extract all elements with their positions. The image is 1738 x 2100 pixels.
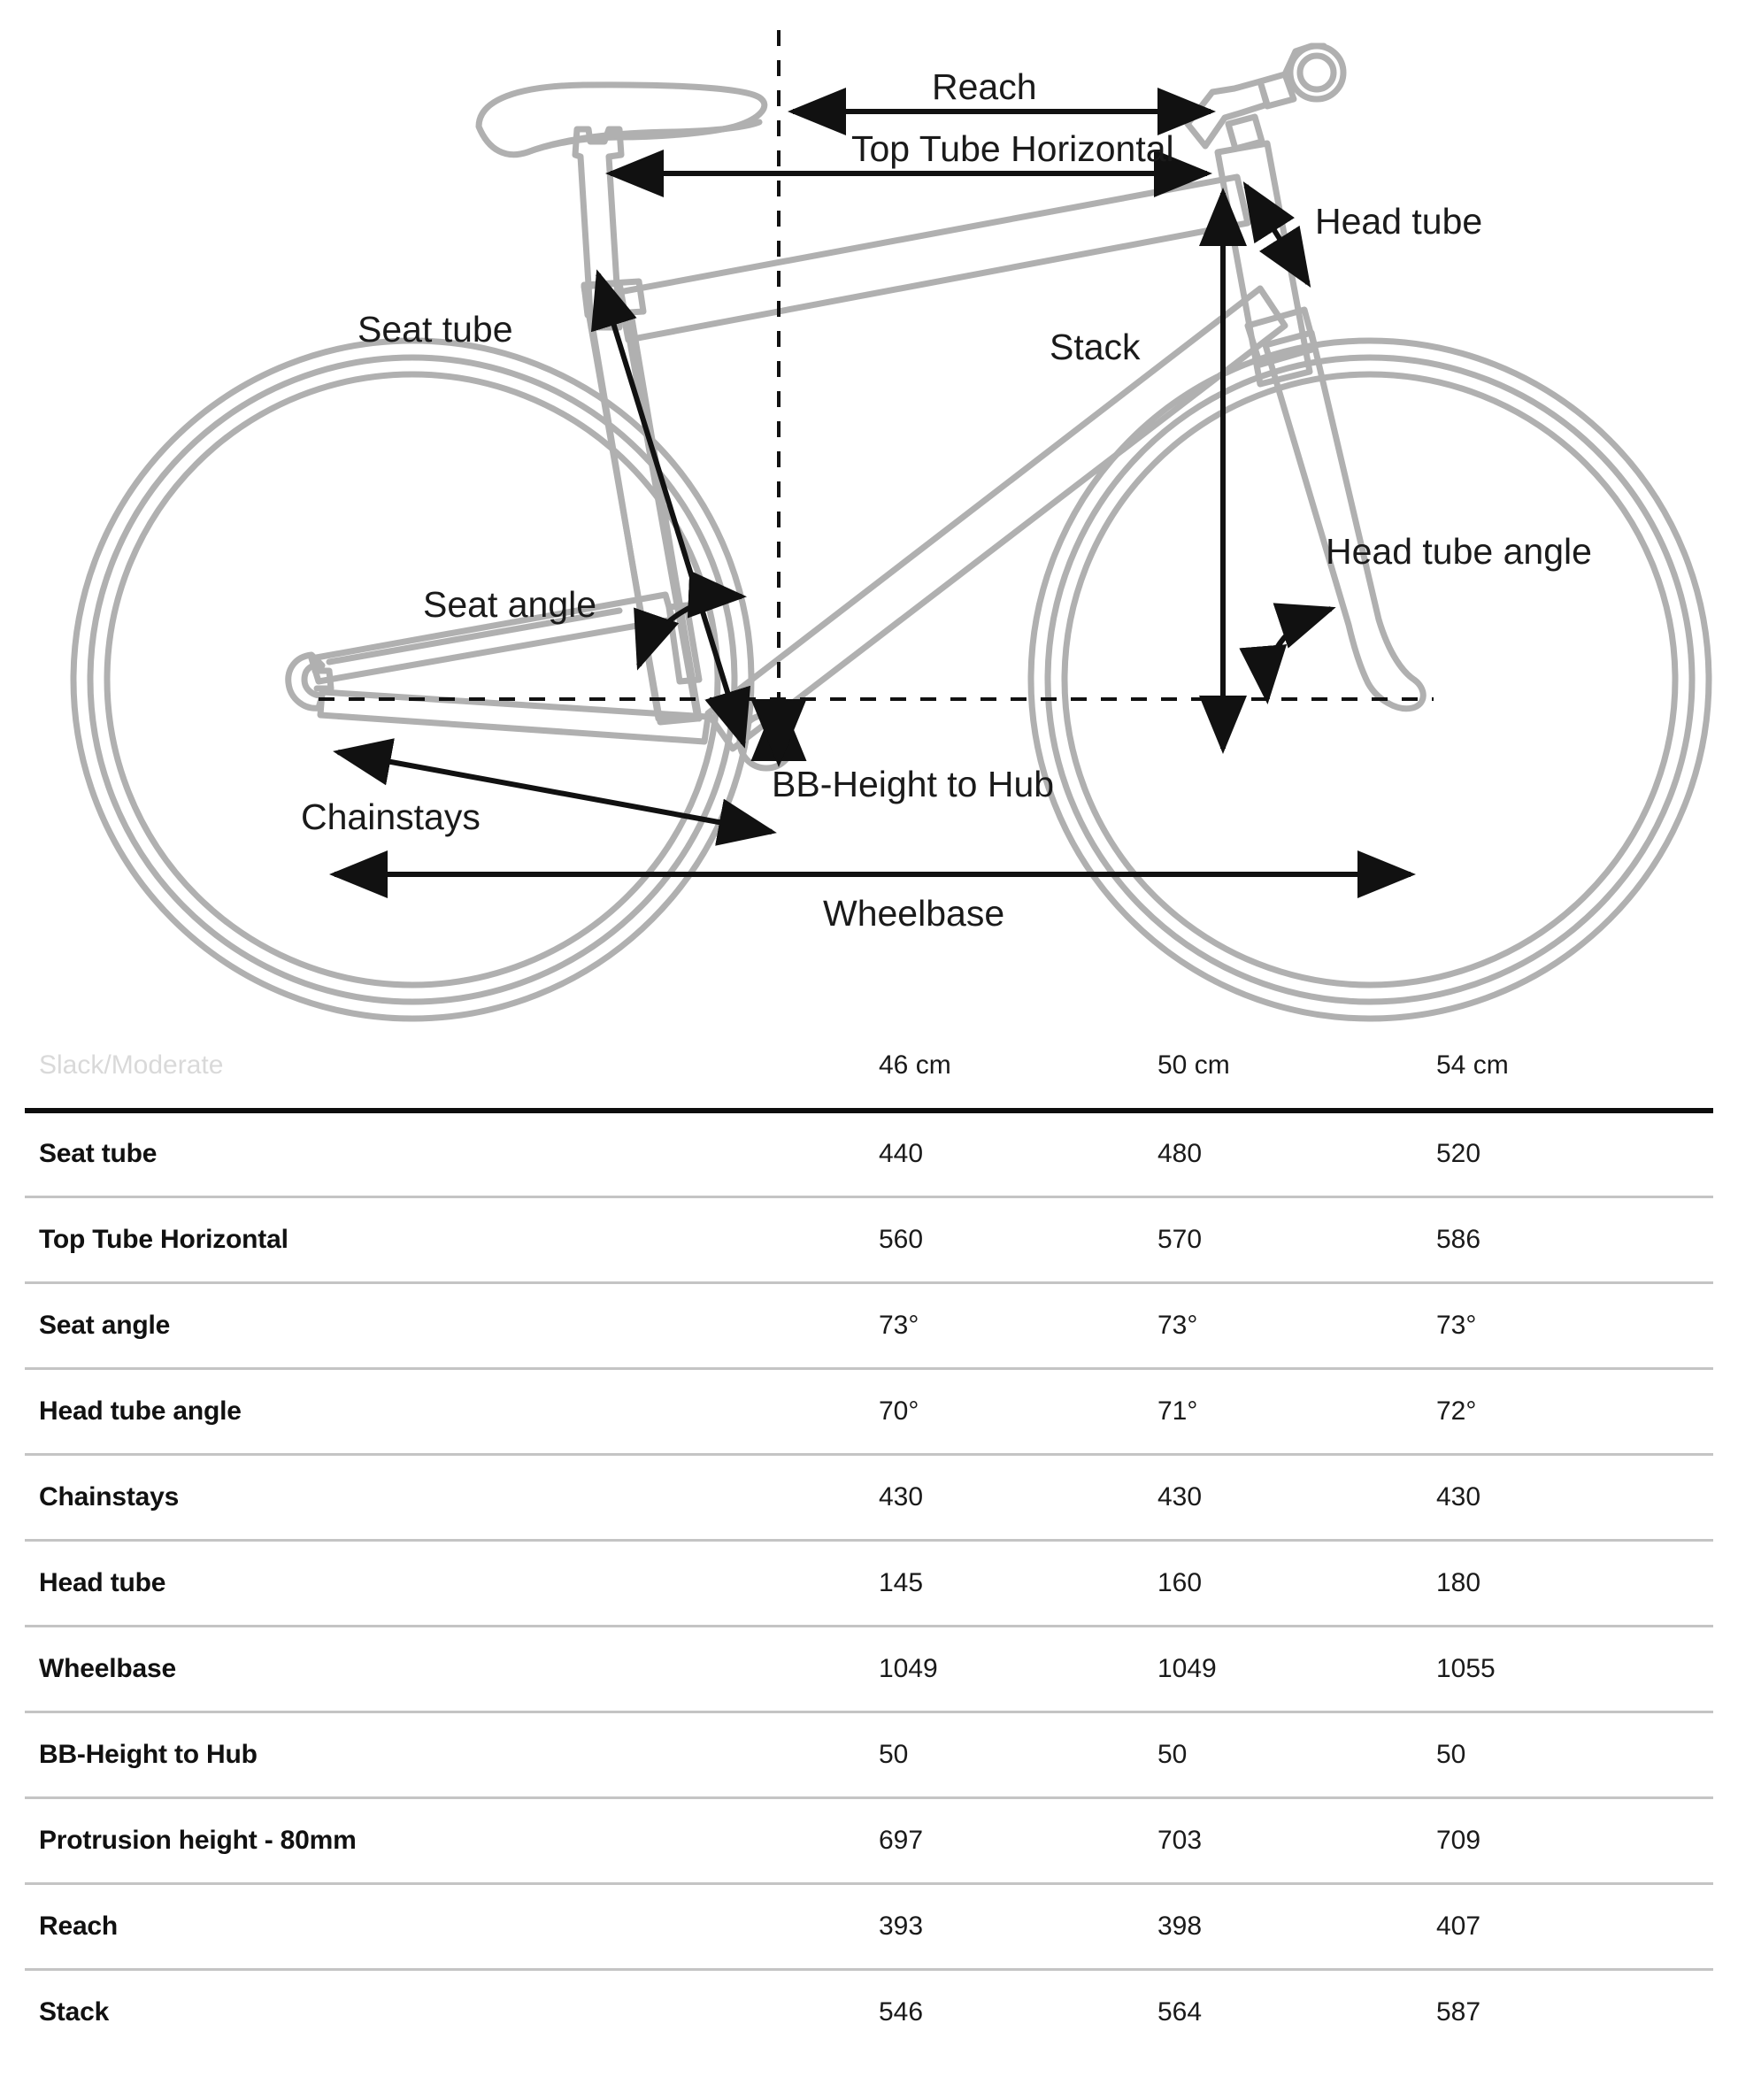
row-value-46: 430 bbox=[879, 1454, 1157, 1542]
label-reach: Reach bbox=[932, 66, 1037, 107]
head-tube-arrow bbox=[1242, 181, 1311, 288]
bicycle-illustration bbox=[70, 30, 1712, 1022]
front-wheel bbox=[1027, 337, 1712, 1022]
row-value-46: 145 bbox=[879, 1540, 1157, 1627]
row-value-46: 546 bbox=[879, 1997, 924, 2027]
row-label: Stack bbox=[39, 1997, 110, 2027]
bicycle-geometry-diagram: Reach Top Tube Horizontal Head tube Stac… bbox=[0, 0, 1738, 1027]
row-value-46: 50 bbox=[879, 1712, 1157, 1799]
row-value-46: 73° bbox=[879, 1282, 1157, 1370]
label-bb-height-to-hub: BB-Height to Hub bbox=[772, 764, 1055, 804]
row-label: Seat tube bbox=[25, 1111, 879, 1198]
fork bbox=[1244, 306, 1427, 712]
table-row: Protrusion height - 80mm 697 703 709 bbox=[25, 1797, 1713, 1885]
table-row: Top Tube Horizontal 560 570 586 bbox=[25, 1196, 1713, 1284]
saddle bbox=[475, 81, 768, 158]
row-value-54: 1055 bbox=[1436, 1626, 1713, 1713]
label-top-tube-horizontal: Top Tube Horizontal bbox=[851, 128, 1174, 169]
row-label: BB-Height to Hub bbox=[25, 1712, 879, 1799]
reference-lines bbox=[319, 30, 1434, 749]
row-value-54: 587 bbox=[1436, 1997, 1481, 2027]
row-value-50: 480 bbox=[1157, 1111, 1436, 1198]
row-value-50: 160 bbox=[1157, 1540, 1436, 1627]
handlebar-stem bbox=[1184, 42, 1347, 152]
table-row: Seat tube 440 480 520 bbox=[25, 1111, 1713, 1198]
row-label: Chainstays bbox=[25, 1454, 879, 1542]
table-header-row: Slack/Moderate 46 cm 50 cm 54 cm bbox=[25, 1022, 1713, 1113]
row-value-50: 1049 bbox=[1157, 1626, 1436, 1713]
row-value-54: 180 bbox=[1436, 1540, 1713, 1627]
row-value-50: 430 bbox=[1157, 1454, 1436, 1542]
row-value-46: 440 bbox=[879, 1111, 1157, 1198]
row-value-46: 697 bbox=[879, 1797, 1157, 1885]
top-tube bbox=[616, 173, 1251, 343]
label-wheelbase: Wheelbase bbox=[823, 893, 1005, 934]
table-body: Seat tube 440 480 520 Top Tube Horizonta… bbox=[25, 1111, 1713, 2055]
row-value-54: 50 bbox=[1436, 1712, 1713, 1799]
table-head: Slack/Moderate 46 cm 50 cm 54 cm bbox=[25, 1022, 1713, 1113]
row-label: Head tube angle bbox=[25, 1368, 879, 1456]
measurement-arrows bbox=[329, 88, 1416, 898]
row-value-54: 430 bbox=[1436, 1454, 1713, 1542]
table-row: BB-Height to Hub 50 50 50 bbox=[25, 1712, 1713, 1799]
label-head-tube-angle: Head tube angle bbox=[1326, 531, 1592, 572]
row-value-46: 560 bbox=[879, 1196, 1157, 1284]
table-row: Stack 546 564 587 bbox=[25, 1969, 1713, 2055]
header-variant-label: Slack/Moderate bbox=[25, 1022, 879, 1113]
row-value-50: 564 bbox=[1157, 1997, 1203, 2027]
label-head-tube: Head tube bbox=[1315, 201, 1483, 242]
label-seat-tube: Seat tube bbox=[358, 309, 513, 350]
label-seat-angle: Seat angle bbox=[423, 584, 597, 625]
row-label: Wheelbase bbox=[25, 1626, 879, 1713]
row-value-50: 703 bbox=[1157, 1797, 1436, 1885]
table-row: Seat angle 73° 73° 73° bbox=[25, 1282, 1713, 1370]
header-size-54: 54 cm bbox=[1436, 1022, 1713, 1113]
seatpost bbox=[572, 126, 625, 331]
row-value-50: 73° bbox=[1157, 1282, 1436, 1370]
row-value-54: 407 bbox=[1436, 1883, 1713, 1971]
seatstay-inner bbox=[326, 607, 623, 665]
table-row: Head tube 145 160 180 bbox=[25, 1540, 1713, 1627]
row-value-46: 393 bbox=[879, 1883, 1157, 1971]
header-size-50: 50 cm bbox=[1157, 1022, 1436, 1113]
chainstays-arrow bbox=[333, 738, 777, 846]
row-value-54: 586 bbox=[1436, 1196, 1713, 1284]
table-row: Wheelbase 1049 1049 1055 bbox=[25, 1626, 1713, 1713]
row-label: Protrusion height - 80mm bbox=[25, 1797, 879, 1885]
head-tube-angle-arc bbox=[1239, 603, 1336, 704]
row-value-54: 73° bbox=[1436, 1282, 1713, 1370]
row-value-50: 71° bbox=[1157, 1368, 1436, 1456]
row-value-50: 570 bbox=[1157, 1196, 1436, 1284]
row-value-46: 1049 bbox=[879, 1626, 1157, 1713]
row-value-54: 520 bbox=[1436, 1111, 1713, 1198]
table-row: Chainstays 430 430 430 bbox=[25, 1454, 1713, 1542]
label-stack: Stack bbox=[1050, 327, 1141, 367]
row-label: Top Tube Horizontal bbox=[25, 1196, 879, 1284]
seat-angle-arc bbox=[634, 570, 747, 671]
row-value-54: 72° bbox=[1436, 1368, 1713, 1456]
header-size-46: 46 cm bbox=[879, 1022, 1157, 1113]
row-label: Seat angle bbox=[25, 1282, 879, 1370]
down-tube bbox=[704, 285, 1288, 752]
row-label: Head tube bbox=[25, 1540, 879, 1627]
table-row: Head tube angle 70° 71° 72° bbox=[25, 1368, 1713, 1456]
label-chainstays: Chainstays bbox=[301, 796, 481, 837]
row-value-54: 709 bbox=[1436, 1797, 1713, 1885]
row-value-50: 398 bbox=[1157, 1883, 1436, 1971]
table-row: Reach 393 398 407 bbox=[25, 1883, 1713, 1971]
row-label: Reach bbox=[25, 1883, 879, 1971]
row-value-46: 70° bbox=[879, 1368, 1157, 1456]
row-value-50: 50 bbox=[1157, 1712, 1436, 1799]
geometry-table: Slack/Moderate 46 cm 50 cm 54 cm Seat tu… bbox=[25, 1022, 1713, 2055]
